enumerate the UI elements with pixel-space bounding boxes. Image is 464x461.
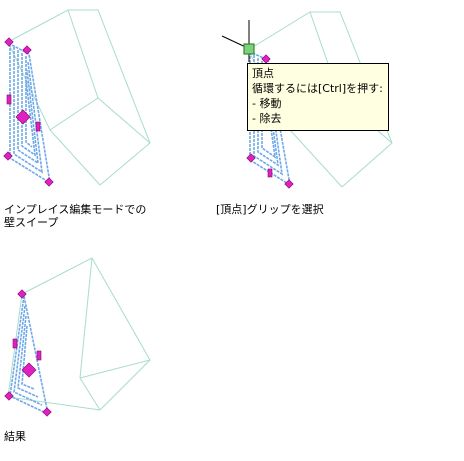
grip-bottom-right[interactable] [42, 407, 52, 417]
panel-3-drawing [4, 257, 151, 417]
selected-vertex-grip[interactable] [243, 43, 255, 55]
tooltip-title: 頂点 [252, 67, 274, 80]
vertex-tooltip: 頂点 循環するには[Ctrl]を押す: - 移動 - 除去 [247, 63, 389, 131]
grip-right-mid[interactable] [35, 121, 41, 132]
panel-3-caption-line-1: 結果 [4, 430, 26, 443]
tooltip-option-move: - 移動 [252, 97, 282, 110]
grip-bottom-left[interactable] [246, 153, 256, 163]
grip-left-mid[interactable] [12, 338, 18, 349]
grip-bottom-right[interactable] [284, 179, 294, 189]
panel-2-grips [246, 54, 294, 189]
grip-top-right[interactable] [22, 45, 32, 55]
crosshair-cursor-icon [221, 20, 253, 62]
grip-top-right[interactable] [261, 54, 271, 64]
grip-bottom-left[interactable] [3, 151, 13, 161]
grip-left-mid[interactable] [6, 94, 12, 105]
grip-bottom-left[interactable] [4, 391, 14, 401]
grip-bottom-right[interactable] [44, 177, 54, 187]
panel-3-caption: 結果 [4, 430, 26, 443]
tooltip-option-remove: - 除去 [252, 112, 282, 125]
tooltip-instruction: 循環するには[Ctrl]を押す: [252, 82, 383, 95]
grip-right-mid[interactable] [267, 168, 273, 178]
panel-1-caption-line-1: インプレイス編集モードでの [4, 203, 147, 216]
panel-2-caption: [頂点]グリップを選択 [216, 203, 324, 216]
panel-3-grips [4, 289, 52, 417]
panel-1-grips [3, 37, 54, 187]
grip-center[interactable] [15, 109, 31, 125]
panel-1-wall-sweep [9, 42, 52, 185]
grip-right-mid[interactable] [36, 350, 42, 361]
grip-center[interactable] [21, 362, 37, 378]
grip-top[interactable] [4, 37, 14, 47]
grip-top[interactable] [17, 289, 27, 299]
panel-3-wall-sweep [9, 295, 50, 416]
panel-1-caption: インプレイス編集モードでの 壁スイープ [4, 203, 146, 229]
panel-1-caption-line-2: 壁スイープ [4, 216, 59, 229]
panel-1-drawing [3, 9, 151, 187]
panel-2-caption-line-1: [頂点]グリップを選択 [216, 203, 324, 216]
panel-1-wireframe-box [7, 9, 151, 186]
